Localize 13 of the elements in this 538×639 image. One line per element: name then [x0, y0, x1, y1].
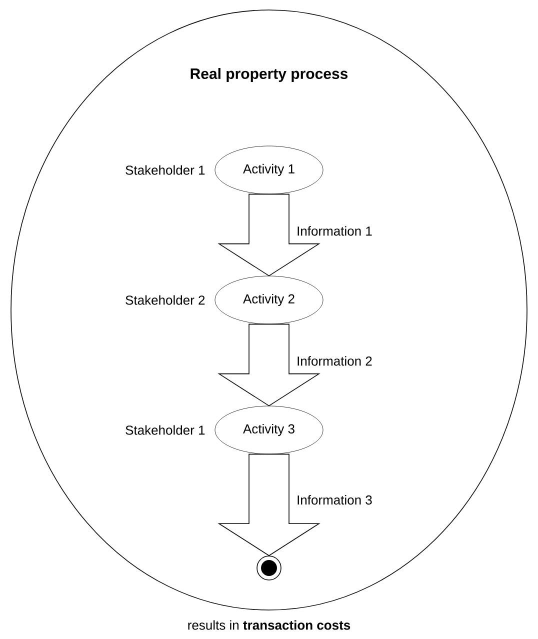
- title: Real property process: [190, 68, 348, 82]
- block-arrow: [218, 454, 320, 556]
- block-arrow: [218, 194, 320, 276]
- process-ellipse: [10, 10, 528, 610]
- block-arrow: [218, 324, 320, 406]
- stakeholder-label: Stakeholder 1: [126, 425, 205, 435]
- caption: results in transaction costs: [188, 620, 350, 630]
- edge-label: Information 2: [298, 356, 372, 366]
- edge-label: Information 3: [298, 495, 372, 505]
- stakeholder-label: Stakeholder 1: [126, 165, 205, 175]
- end-point: [256, 556, 282, 580]
- edge-label: Information 1: [298, 226, 372, 236]
- stakeholder-label: Stakeholder 2: [126, 295, 205, 305]
